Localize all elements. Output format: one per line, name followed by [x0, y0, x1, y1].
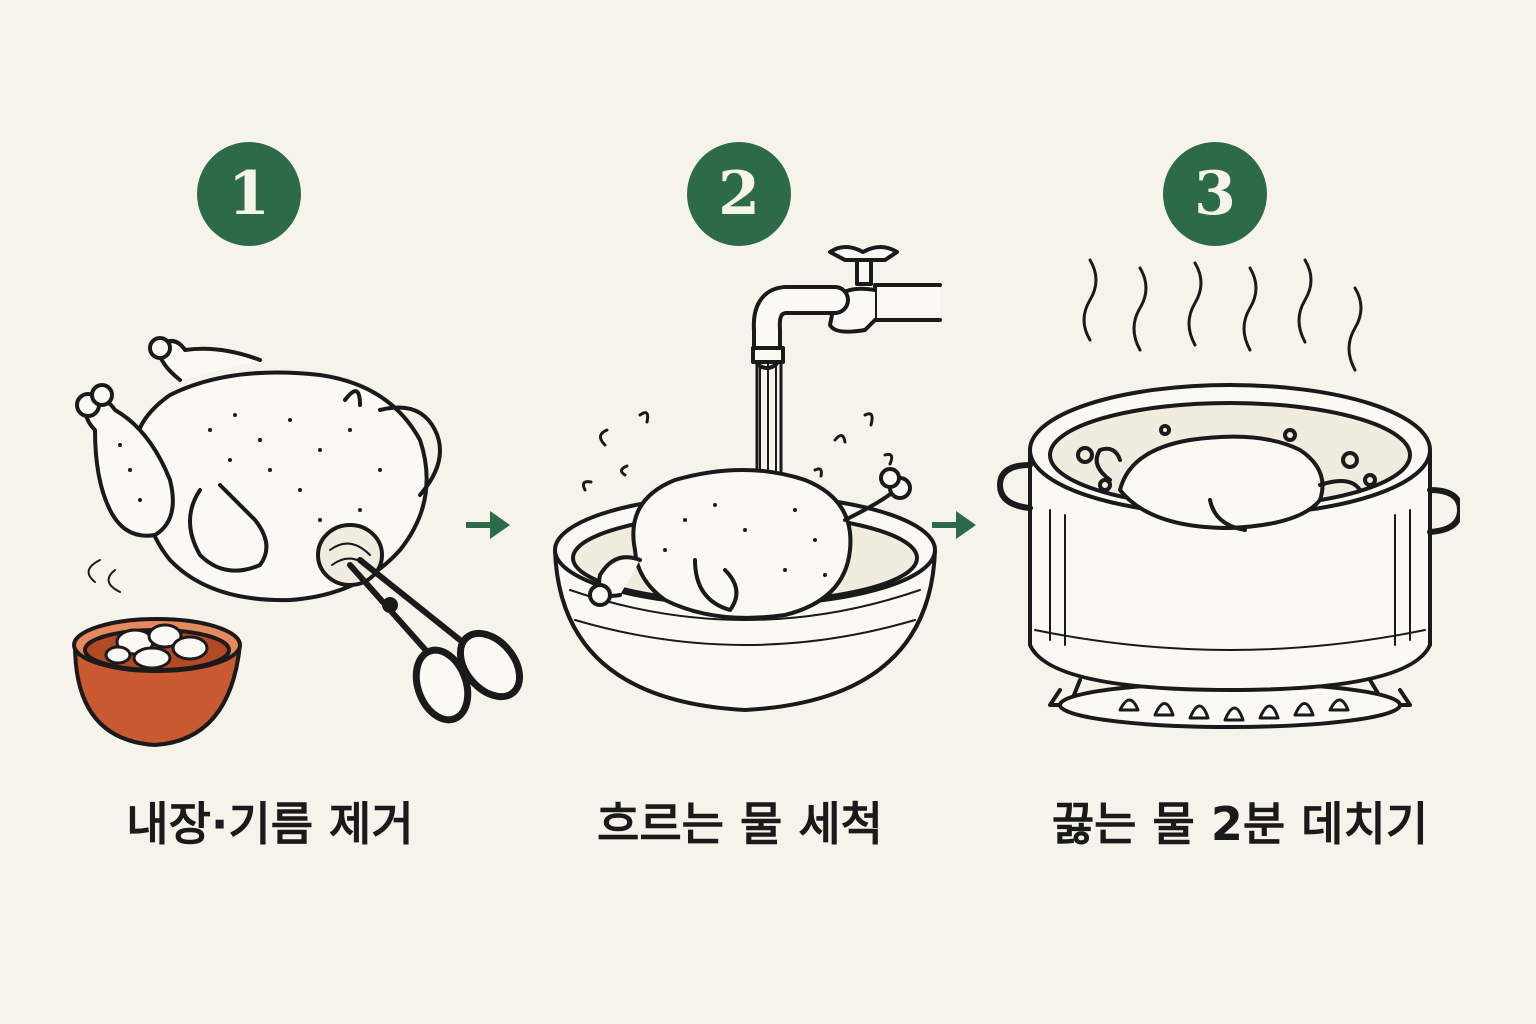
step-2-caption: 흐르는 물 세척: [510, 786, 970, 856]
step-3-caption: 끓는 물 2분 데치기: [990, 786, 1490, 856]
arrow-right-icon: [464, 505, 512, 545]
raw-chicken-scissors-bowl-icon: [60, 320, 530, 760]
step-1-badge: 1: [197, 142, 301, 246]
arrow-right-icon: [930, 505, 978, 545]
step-1-caption: 내장·기름 제거: [40, 786, 500, 856]
chicken-in-boiling-pot-icon: [990, 250, 1460, 760]
chicken-under-faucet-basin-icon: [545, 230, 945, 750]
step-3-badge: 3: [1163, 142, 1267, 246]
